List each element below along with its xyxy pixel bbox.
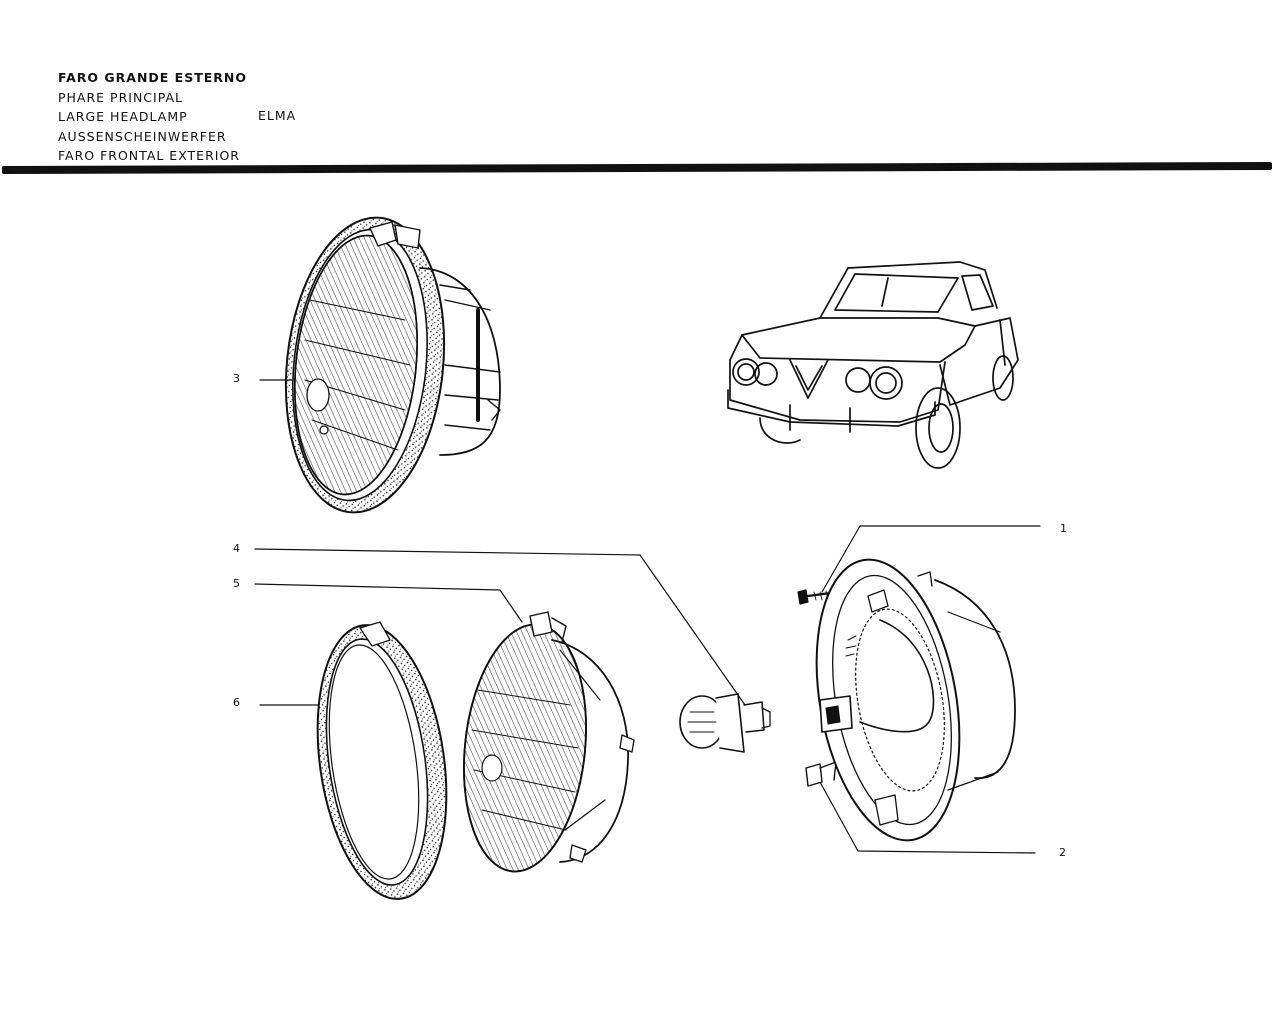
headlamp-assembly-illustration: [284, 216, 501, 514]
title-spanish: FARO FRONTAL EXTERIOR: [58, 148, 240, 164]
title-block: FARO GRANDE ESTERNO PHARE PRINCIPAL LARG…: [58, 68, 247, 166]
title-german: AUSSENSCHEINWERFER: [58, 128, 227, 144]
car-illustration: [727, 261, 1019, 469]
title-french: PHARE PRINCIPAL: [58, 89, 183, 105]
trim-ring-illustration: [316, 621, 448, 900]
callout-2: 2: [1059, 846, 1066, 859]
callout-4: 4: [233, 542, 240, 555]
leader-lines: [254, 379, 1041, 854]
callout-1: 1: [1060, 522, 1067, 535]
callout-3: 3: [233, 372, 240, 385]
lens-reflector-illustration: [463, 611, 635, 873]
bulb-illustration: [679, 693, 771, 753]
callout-6: 6: [233, 696, 240, 709]
housing-illustration: [815, 558, 1016, 842]
spring-clip-illustration: [805, 761, 837, 787]
callout-5: 5: [233, 577, 240, 590]
title-english: LARGE HEADLAMP: [58, 109, 188, 125]
title-italian: FARO GRANDE ESTERNO: [58, 70, 247, 85]
manufacturer-label: ELMA: [258, 108, 297, 123]
